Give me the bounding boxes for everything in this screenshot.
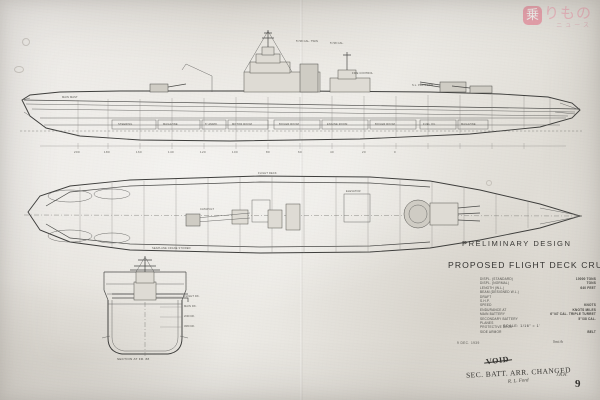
outboard-profile-view — [20, 30, 582, 149]
document-date-stamp: 9 DEC. 1939 — [457, 341, 480, 345]
spec-row: SECONDARY BATTERY 5"/38 CAL. — [480, 317, 596, 321]
scan-blemish — [14, 66, 24, 73]
spec-key: PROTECTIVE DECK — [480, 325, 513, 330]
specification-table: DISPL. (STANDARD) 10000 TONS DISPL. (NORM… — [480, 277, 596, 334]
station-number: 140 — [168, 150, 175, 154]
plan-label-seaplane-crane: SEAPLANE CRANE STOWED — [152, 247, 191, 250]
spec-row: PLANES — [480, 321, 596, 325]
station-number: 200 — [74, 150, 81, 154]
spec-key: ENDURANCE AT — [480, 307, 507, 312]
midship-section-view — [101, 256, 189, 356]
spec-key: BEAM (DESIGNED W.L.) — [480, 290, 520, 295]
spec-value: BELT — [587, 329, 596, 334]
station-number: 160 — [136, 150, 143, 154]
station-number: 0 — [394, 150, 397, 154]
profile-label-magazine-fwd: MAGAZINE — [461, 122, 476, 126]
flight-deck-plan-view — [23, 175, 585, 254]
section-caption: SECTION AT FR. 88 — [117, 357, 150, 361]
scan-blemish — [486, 180, 492, 186]
station-number: 120 — [200, 150, 207, 154]
turret-plan — [403, 199, 481, 229]
profile-label-6in-ammo: 6" AMMO. — [205, 122, 218, 126]
profile-label-5in-38cal: 5"/38 CAL. — [330, 42, 344, 45]
spec-row: MAIN BATTERY 6"/47 CAL. TRIPLE TURRET — [480, 312, 596, 316]
spec-key: SIDE ARMOR — [480, 329, 502, 334]
scan-blemish — [22, 38, 30, 46]
profile-label-boiler-room-aft: BOILER ROOM — [279, 122, 299, 126]
paper-fold-crease — [300, 0, 303, 400]
spec-value: 10000 TONS — [575, 277, 596, 281]
station-number: 20 — [362, 150, 367, 154]
plan-label-flight-deck: FLIGHT DECK — [258, 172, 277, 175]
station-number: 60 — [298, 150, 303, 154]
spec-row: BEAM (DESIGNED W.L.) — [480, 290, 596, 294]
spec-key: LENGTH (W.L.) — [480, 285, 505, 290]
profile-label-sl-platform: S.L. PLATFORM — [412, 84, 434, 87]
station-number: 40 — [330, 150, 335, 154]
station-number: 100 — [232, 150, 239, 154]
spec-value: TONS — [586, 281, 596, 286]
spec-value: 5"/38 CAL. — [578, 316, 596, 321]
profile-label-boiler-room-fwd: BOILER ROOM — [375, 122, 395, 126]
spec-key: SPEED — [480, 303, 492, 308]
spec-key: DISPL. (NORMAL) — [480, 281, 510, 286]
spec-key: S.H.P. — [480, 299, 490, 304]
spec-row: SPEED KNOTS — [480, 303, 596, 307]
plan-label-elevator: ELEVATOR — [346, 190, 361, 193]
profile-label-fire-control: FIRE CONTROL — [352, 72, 374, 75]
section-label-main-deck: MAIN DK. — [184, 304, 197, 308]
spec-row: DISPL. (STANDARD) 10000 TONS — [480, 277, 596, 281]
profile-label-fuel-oil: FUEL OIL — [423, 122, 436, 126]
station-number: 180 — [104, 150, 111, 154]
annotation-initials: J.B.H. — [556, 372, 568, 377]
spec-row: DRAFT — [480, 295, 596, 299]
title-proposed-flight-deck-cruiser: PROPOSED FLIGHT DECK CRUISER — [448, 260, 600, 270]
spec-key: PLANES — [480, 321, 494, 326]
plan-label-catapult: CATAPULT — [200, 208, 215, 211]
profile-label-magazine: MAGAZINE — [163, 122, 178, 126]
page-number: 9 — [575, 378, 581, 390]
spec-key: DISPL. (STANDARD) — [480, 277, 514, 281]
spec-value: KNOTS MILES — [572, 307, 596, 312]
spec-row: SIDE ARMOR BELT — [480, 330, 596, 334]
spec-row: DISPL. (NORMAL) TONS — [480, 281, 596, 285]
section-label-flight-deck: FLIGHT DK. — [184, 294, 200, 298]
profile-label-engine-room: ENGINE ROOM — [327, 122, 348, 126]
profile-label-main-mast: MAIN MAST — [62, 96, 78, 99]
section-label-3rd-deck: 3RD DK. — [184, 324, 196, 328]
scale-note: SCALE: 1/16" = 1' — [503, 324, 541, 328]
spec-value: KNOTS — [584, 303, 596, 308]
station-number: 80 — [266, 150, 271, 154]
spec-value: 640 FEET — [580, 285, 596, 290]
profile-label-motor-room: MOTOR ROOM — [232, 122, 252, 126]
section-label-2nd-deck: 2ND DK. — [184, 314, 196, 318]
spec-row: PROTECTIVE DECK — [480, 325, 596, 329]
spec-key: SECONDARY BATTERY — [480, 316, 518, 321]
spec-row: LENGTH (W.L.) 640 FEET — [480, 286, 596, 290]
profile-label-steering: STEERING — [118, 122, 133, 126]
spec-key: DRAFT — [480, 294, 492, 299]
spec-row: S.H.P. — [480, 299, 596, 303]
designer-signature: Smith — [553, 340, 564, 344]
spec-row: ENDURANCE AT KNOTS MILES — [480, 308, 596, 312]
profile-label-5in-twin: 5"/38 CAL. TWIN — [296, 40, 319, 43]
spec-key: MAIN BATTERY — [480, 312, 506, 317]
spec-value: 6"/47 CAL. TRIPLE TURRET — [550, 312, 596, 317]
title-preliminary-design: PRELIMINARY DESIGN — [462, 239, 572, 248]
